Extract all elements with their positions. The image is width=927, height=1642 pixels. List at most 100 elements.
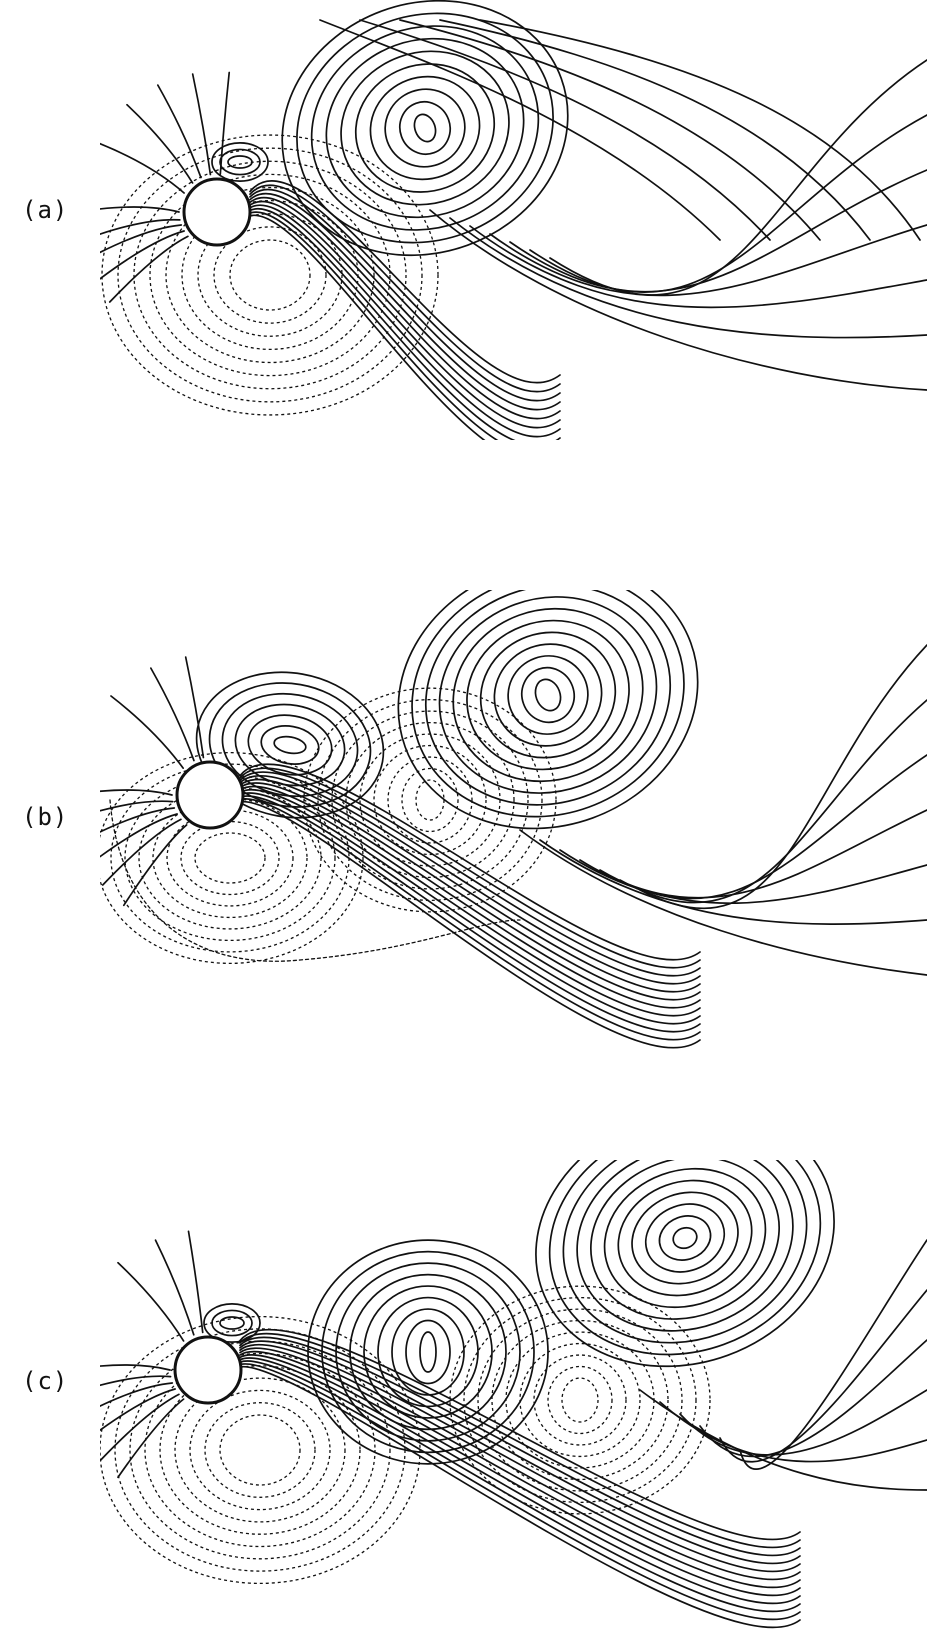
c-negative-contour	[189, 1389, 331, 1511]
c-small-contour	[211, 1309, 253, 1337]
a-far-line	[429, 209, 927, 391]
c-negative-contour	[129, 1340, 391, 1560]
c-negative-2-contour	[547, 1365, 613, 1435]
c-wake-line	[239, 1366, 801, 1629]
a-small-contour	[227, 155, 253, 169]
a-small-contour	[219, 148, 261, 176]
b-negative-2-contour	[401, 767, 459, 833]
b-positive-contour	[273, 735, 307, 755]
b-streamline	[122, 824, 188, 907]
a-negative-contour	[165, 186, 375, 364]
a-far-line	[469, 225, 927, 309]
b-wake-line	[239, 798, 701, 1041]
a-upper-line	[319, 19, 721, 241]
panel-label-c: (c)	[22, 1367, 69, 1395]
c-positive-contour	[419, 1331, 437, 1373]
b-negative-contour	[138, 786, 322, 930]
a-streamline	[100, 142, 185, 194]
b-negative-contour	[166, 809, 294, 907]
c-wake-line	[239, 1350, 801, 1589]
b-positive-contour	[260, 725, 320, 765]
a-positive-contour	[325, 37, 525, 219]
c-negative-2-contour	[533, 1354, 627, 1446]
c-streamline	[100, 1375, 172, 1387]
a-positive-contour	[398, 100, 452, 156]
b-positive-2-contour	[507, 655, 589, 735]
a-far-line	[489, 224, 927, 297]
c-far-line	[699, 1339, 927, 1458]
b-positive-2-contour	[452, 607, 644, 783]
b-positive-2-contour	[479, 631, 617, 759]
a-upper-line	[439, 19, 871, 241]
c-negative-contour	[144, 1352, 376, 1548]
a-wake-line	[249, 204, 561, 438]
c-positive-contour	[363, 1285, 493, 1419]
c-wake-line	[239, 1336, 801, 1557]
b-far-line	[619, 699, 927, 904]
a-upper-line	[399, 19, 821, 241]
b-positive-contour	[221, 692, 359, 798]
a-negative-contour	[133, 160, 407, 390]
c-wake-line	[239, 1354, 801, 1597]
contour-plot-b	[100, 590, 927, 1049]
c-small-contour	[203, 1303, 261, 1343]
c-wake-line	[239, 1363, 801, 1621]
c-small-contour	[219, 1316, 245, 1330]
panel-a: (a)	[0, 0, 927, 440]
b-wake-line	[239, 785, 701, 1009]
a-streamline	[126, 103, 194, 184]
c-far-line	[639, 1389, 927, 1491]
c-positive-2-contour	[631, 1191, 739, 1285]
c-streamline	[100, 1393, 180, 1461]
a-positive-contour	[413, 113, 437, 143]
a-positive-contour	[310, 25, 540, 231]
b-negative-contour	[180, 820, 280, 896]
c-streamline	[154, 1239, 195, 1336]
c-wake-line	[239, 1347, 801, 1581]
b-wake-line	[239, 795, 701, 1033]
b-wake-line	[239, 767, 701, 969]
c-far-line	[719, 1289, 927, 1463]
c-wake-line	[239, 1357, 801, 1605]
a-upper-line	[479, 19, 921, 241]
a-streamline	[100, 230, 185, 280]
b-wake-line	[239, 789, 701, 1017]
c-negative-2-contour	[561, 1377, 599, 1423]
b-negative-2-contour	[387, 756, 473, 844]
c-negative-contour	[204, 1402, 316, 1498]
a-small-contour	[211, 142, 269, 182]
b-streamline	[184, 656, 205, 759]
a-streamline	[100, 218, 181, 236]
a-streamline	[100, 224, 183, 254]
a-streamline	[191, 73, 212, 176]
panel-b: (b)	[0, 590, 927, 1055]
c-wake-line	[239, 1360, 801, 1613]
c-negative-2-contour	[491, 1319, 669, 1481]
c-positive-2-contour	[576, 1160, 794, 1332]
b-positive-2-contour	[534, 678, 562, 712]
c-negative-2-contour	[463, 1296, 697, 1504]
c-wake-line	[239, 1328, 801, 1541]
b-positive-2-contour	[520, 666, 576, 724]
c-negative-contour	[219, 1414, 301, 1486]
c-positive-2-contour	[644, 1203, 726, 1273]
c-positive-2-contour	[603, 1167, 767, 1309]
b-positive-contour	[234, 703, 346, 787]
b-streamline	[100, 800, 174, 812]
b-far-line	[519, 829, 927, 976]
b-streamline	[100, 807, 176, 833]
a-wake-line	[249, 184, 561, 393]
b-wake-line	[239, 778, 701, 993]
b-positive-2-contour	[438, 596, 658, 794]
c-wake-line	[239, 1343, 801, 1573]
b-positive-2-contour	[397, 590, 699, 830]
b-negative-contour	[124, 774, 336, 942]
a-negative-contour	[229, 239, 311, 311]
b-streamline	[149, 667, 195, 762]
b-positive-2-contour	[466, 619, 630, 771]
a-far-line	[449, 217, 927, 339]
c-streamline	[117, 1398, 185, 1479]
contour-plot-a	[100, 0, 927, 440]
a-wake-line	[249, 207, 561, 440]
b-negative-2-contour	[317, 698, 543, 902]
